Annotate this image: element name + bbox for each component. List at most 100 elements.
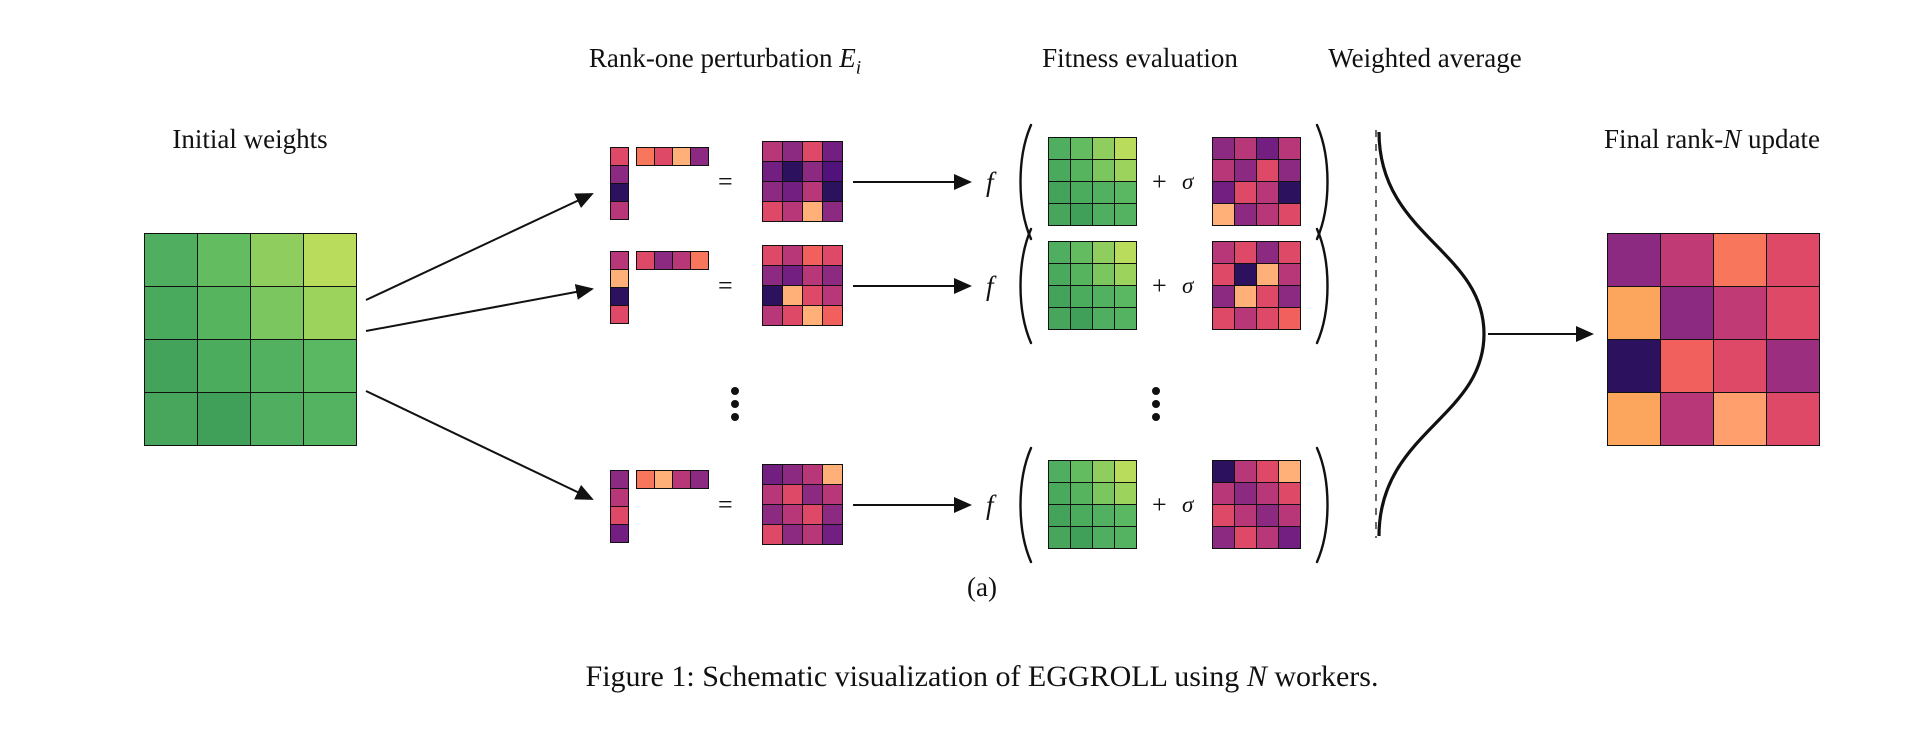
matrix-cell [1115,483,1136,504]
matrix-cell [823,465,842,484]
matrix-cell [763,162,782,181]
matrix-cell [783,485,802,504]
matrix-cell [783,266,802,285]
matrix-cell [1257,483,1278,504]
matrix-cell [1279,308,1300,329]
matrix-cell [673,471,690,488]
perturbation-matrix-small [1212,241,1301,330]
rank-one-matrix [762,245,843,326]
matrix-cell [1071,527,1092,548]
matrix-cell [1279,138,1300,159]
matrix-cell [1767,287,1819,339]
sigma-symbol: σ [1182,169,1194,194]
matrix-cell [1213,204,1234,225]
matrix-cell [1235,160,1256,181]
matrix-cell [1235,286,1256,307]
rank-one-matrix [762,464,843,545]
matrix-cell [655,471,672,488]
matrix-cell [1093,308,1114,329]
matrix-cell [763,505,782,524]
matrix-cell [1093,138,1114,159]
matrix-cell [1279,242,1300,263]
matrix-cell [611,525,628,542]
matrix-cell [1213,242,1234,263]
matrix-cell [1714,287,1766,339]
label-final-suffix: update [1741,124,1820,154]
matrix-cell [1608,234,1660,286]
matrix-cell [637,148,654,165]
matrix-cell [655,148,672,165]
matrix-cell [1093,204,1114,225]
matrix-cell [691,148,708,165]
matrix-cell [783,162,802,181]
matrix-cell [1235,264,1256,285]
matrix-cell [1093,182,1114,203]
matrix-cell [803,266,822,285]
worker-row-n: = f + σ [0,446,1920,564]
matrix-cell [198,340,250,392]
matrix-cell [763,246,782,265]
matrix-cell [1257,182,1278,203]
matrix-cell [803,142,822,161]
matrix-cell [1279,505,1300,526]
matrix-cell [611,471,628,488]
left-paren [1019,227,1033,345]
matrix-cell [1608,340,1660,392]
matrix-cell [1257,160,1278,181]
matrix-cell [763,266,782,285]
matrix-cell [1213,264,1234,285]
matrix-cell [1279,286,1300,307]
matrix-cell [251,393,303,445]
matrix-cell [1661,340,1713,392]
matrix-cell [1257,138,1278,159]
matrix-cell [1093,160,1114,181]
matrix-cell [763,202,782,221]
matrix-cell [823,525,842,544]
matrix-cell [783,202,802,221]
math-var-N: N [1246,660,1267,693]
plus-sign: + [1152,490,1167,519]
matrix-cell [1279,461,1300,482]
matrix-cell [611,489,628,506]
matrix-cell [1115,527,1136,548]
perturbation-column-vector [610,147,629,220]
matrix-cell [783,306,802,325]
matrix-cell [1093,242,1114,263]
rank-one-matrix [762,141,843,222]
caption-suffix: workers. [1266,660,1379,693]
figure-caption: Figure 1: Schematic visualization of EGG… [62,660,1902,694]
matrix-cell [1279,204,1300,225]
matrix-cell [1049,264,1070,285]
matrix-cell [1049,242,1070,263]
matrix-cell [1049,138,1070,159]
matrix-cell [1213,160,1234,181]
weights-matrix-small [1048,137,1137,226]
matrix-cell [1049,286,1070,307]
label-fitness-evaluation: Fitness evaluation [1042,43,1238,73]
equals-sign: = [718,167,733,196]
matrix-cell [823,306,842,325]
matrix-cell [763,465,782,484]
matrix-cell [823,246,842,265]
matrix-cell [611,202,628,219]
matrix-cell [1115,160,1136,181]
matrix-cell [803,162,822,181]
matrix-cell [783,465,802,484]
matrix-cell [1279,264,1300,285]
matrix-cell [1257,242,1278,263]
matrix-cell [673,148,690,165]
matrix-cell [198,393,250,445]
matrix-cell [1714,234,1766,286]
matrix-cell [1071,264,1092,285]
matrix-cell [823,266,842,285]
fitness-function-f: f [986,166,994,197]
matrix-cell [803,485,822,504]
matrix-cell [251,234,303,286]
matrix-cell [803,246,822,265]
fitness-function-f: f [986,489,994,520]
matrix-cell [1115,461,1136,482]
matrix-cell [1071,308,1092,329]
left-paren [1019,446,1033,564]
math-var-N: N [1723,124,1742,154]
